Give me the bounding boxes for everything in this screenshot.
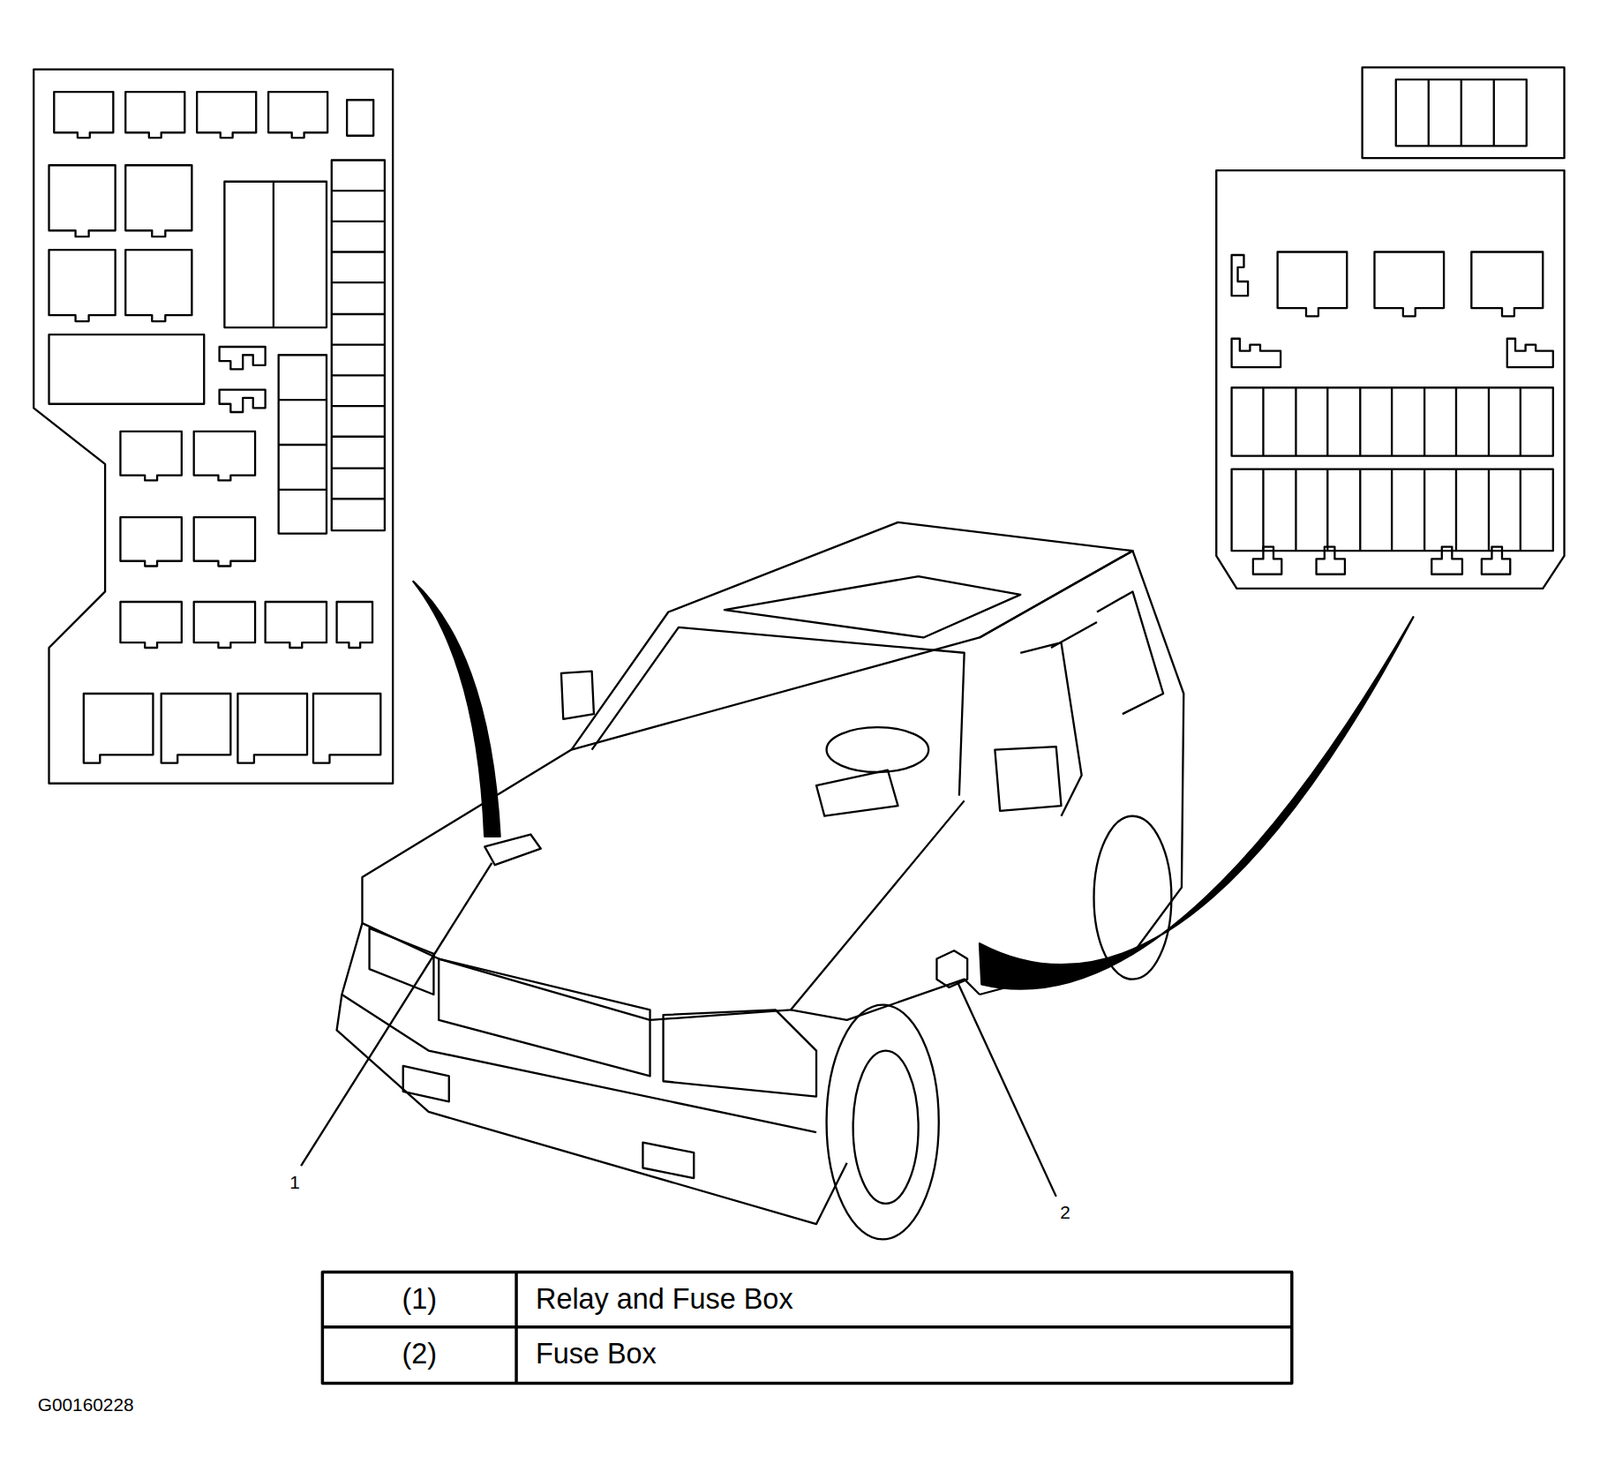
- fuse-box-detail-part: [1277, 252, 1544, 317]
- relay-fuse-box-detail-part: [120, 601, 373, 648]
- vehicle-illustration-part: [663, 1009, 817, 1097]
- fuse-box-detail-part: [1428, 79, 1495, 146]
- relay-fuse-box-detail-part: [278, 399, 327, 490]
- vehicle-illustration-part: [826, 727, 930, 773]
- figure-id: G00160228: [37, 1393, 202, 1419]
- vehicle-illustration-part: [484, 834, 541, 866]
- callout-number: 2: [1055, 1201, 1076, 1227]
- vehicle-illustration-part: [816, 770, 899, 817]
- relay-fuse-box-detail-part: [83, 693, 381, 764]
- vehicle-illustration-part: [413, 581, 500, 837]
- table-cell: Relay and Fuse Box: [535, 1274, 1289, 1326]
- relay-fuse-box-detail-part: [49, 165, 193, 322]
- vehicle-illustration-part: [361, 750, 964, 1021]
- fuse-box-detail-part: [1253, 547, 1510, 575]
- vehicle-illustration-part: [369, 928, 435, 995]
- vehicle-illustration-part: [724, 576, 1021, 638]
- relay-fuse-box-detail-part: [53, 91, 328, 138]
- vehicle-illustration-part: [957, 981, 1057, 1197]
- vehicle-illustration-part: [1020, 591, 1164, 816]
- relay-fuse-box-detail-part: [331, 190, 385, 499]
- relay-fuse-box-detail-part: [346, 99, 374, 136]
- relay-fuse-box-detail-part: [219, 346, 266, 413]
- vehicle-illustration-part: [571, 522, 1134, 751]
- relay-fuse-box-detail-part: [224, 181, 327, 328]
- vehicle-illustration: [300, 522, 1413, 1240]
- vehicle-illustration-part: [403, 1066, 695, 1179]
- vehicle-illustration-part: [561, 671, 1062, 812]
- vehicle-illustration-part: [592, 627, 965, 797]
- vehicle-illustration-part: [826, 1005, 939, 1240]
- legend-table: [322, 1271, 1292, 1383]
- relay-fuse-box-detail-part: [331, 159, 385, 531]
- legend-table-part: [322, 1271, 1292, 1383]
- fuse-box-detail-part: [1262, 469, 1520, 551]
- vehicle-illustration-part: [300, 863, 492, 1166]
- fuse-box-detail-part: [1216, 170, 1564, 589]
- fuse-box-detail-part: [1231, 469, 1554, 551]
- fuse-box-detail-part: [1231, 255, 1249, 296]
- relay-fuse-box-detail-part: [33, 69, 393, 784]
- fuse-box-detail-part: [1396, 79, 1527, 146]
- vehicle-illustration-part: [853, 1051, 919, 1204]
- callout-number: 1: [285, 1171, 306, 1196]
- fuse-box-detail-part: [1262, 387, 1520, 456]
- table-cell: Fuse Box: [535, 1329, 1289, 1382]
- fuse-box-detail-part: [1231, 387, 1554, 456]
- fuse-box-detail-part: [1231, 338, 1554, 368]
- vehicle-illustration-part: [979, 616, 1413, 989]
- relay-fuse-box-detail-part: [49, 334, 205, 405]
- table-cell: (1): [324, 1274, 515, 1326]
- fuse-box-detail-part: [1362, 67, 1565, 158]
- relay-fuse-box-detail-part: [278, 354, 327, 534]
- relay-fuse-box-detail-part: [120, 431, 256, 567]
- vehicle-illustration-part: [936, 950, 968, 988]
- fuse-box-detail: [1216, 67, 1564, 589]
- table-cell: (2): [324, 1329, 515, 1382]
- legend-table-part: [322, 1325, 1292, 1329]
- relay-fuse-box-detail: [33, 69, 393, 784]
- vehicle-illustration-part: [337, 923, 848, 1225]
- relay-fuse-box-detail-part: [272, 181, 275, 328]
- vehicle-illustration-part: [979, 550, 1184, 995]
